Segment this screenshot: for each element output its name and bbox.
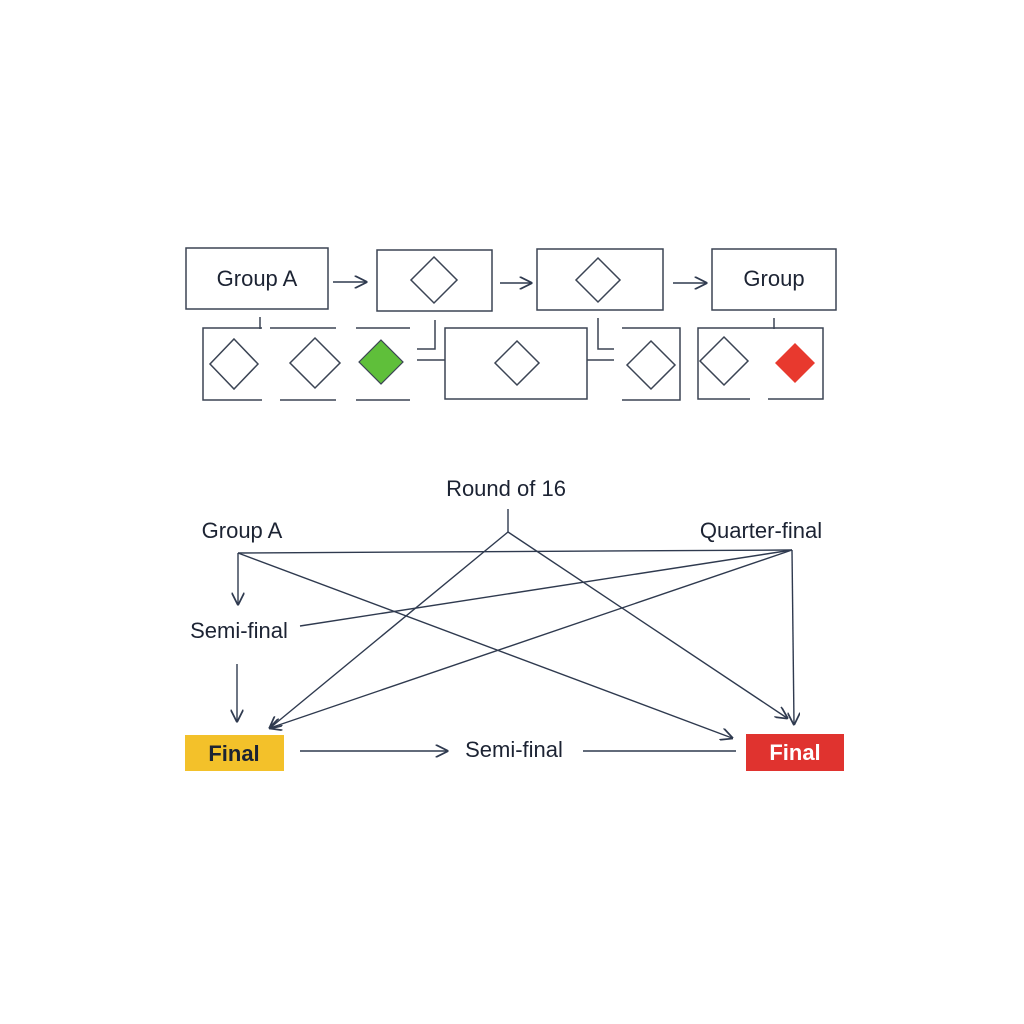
qf-to-final-right (792, 549, 794, 724)
diamond-stage-2 (574, 256, 622, 304)
diamond-left-2 (288, 336, 342, 390)
semi-final-center-label: Semi-final (465, 737, 563, 762)
r16-to-final-right (507, 531, 787, 718)
group-a-box-label: Group A (217, 266, 298, 291)
final-left-label: Final (208, 741, 259, 766)
left-group-frame (202, 327, 262, 401)
diamond-left-1 (208, 337, 260, 391)
final-right-label: Final (769, 740, 820, 765)
diamond-stage-1 (409, 255, 459, 305)
right-frame-1 (622, 327, 681, 401)
qf-to-final-left (270, 549, 793, 728)
diamond-red (775, 343, 815, 383)
group-box-label: Group (743, 266, 804, 291)
group-a-to-final-right (237, 552, 732, 738)
top-flow: Group A Group (185, 247, 837, 403)
group-a-to-qf-line (237, 549, 793, 554)
group-a-box (185, 247, 329, 310)
semi-final-left-label: Semi-final (190, 618, 288, 643)
final-left-badge (185, 735, 284, 771)
diamond-right-2 (698, 335, 750, 387)
diamond-right-1 (625, 339, 677, 391)
quarter-final-label: Quarter-final (700, 518, 822, 543)
connector-2 (417, 320, 436, 350)
round-of-16-label: Round of 16 (446, 476, 566, 501)
frame-gap (750, 395, 768, 403)
connector-3 (597, 318, 614, 350)
group-box (711, 248, 837, 311)
diamond-green (358, 339, 404, 385)
final-right-badge (746, 734, 844, 771)
qf-to-semi-left (299, 549, 793, 627)
diamond-center (493, 339, 541, 387)
r16-to-final-left (270, 531, 509, 728)
group-a-label: Group A (202, 518, 283, 543)
bottom-flow: Round of 16 Group A Quarter-final Semi-f… (185, 476, 844, 771)
